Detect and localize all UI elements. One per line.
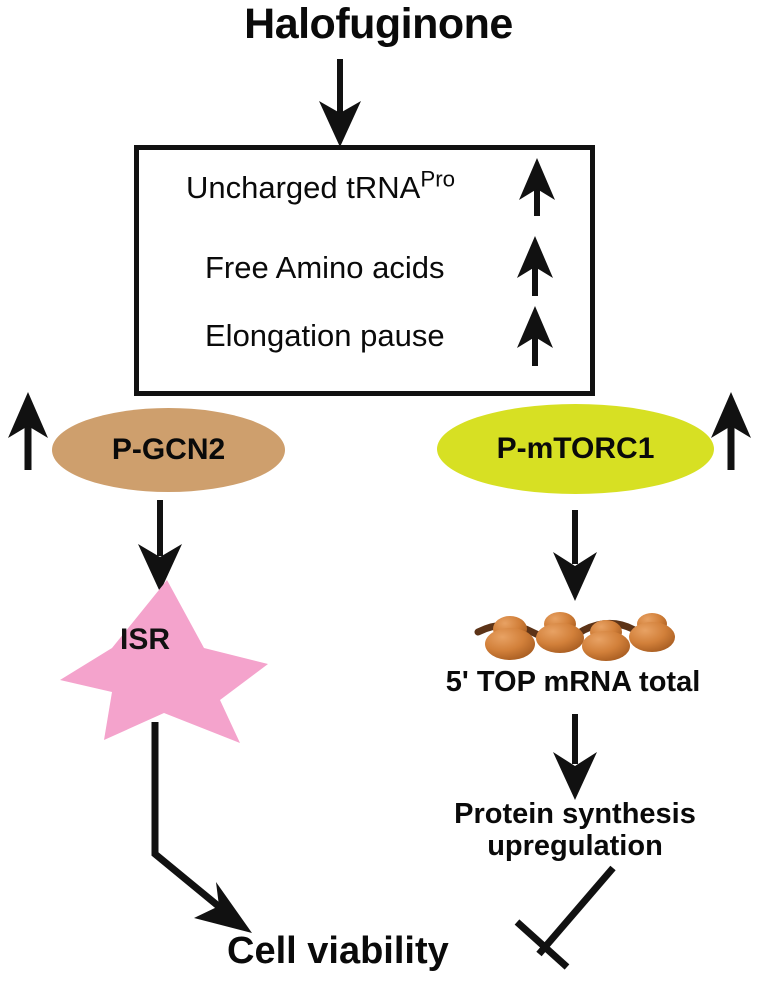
stimulus-line-uncharged-trna: Uncharged tRNAPro: [186, 168, 455, 205]
stimulus-line-free-amino-acids: Free Amino acids: [205, 252, 445, 283]
up-arrow-icon-uncharged-trna: [519, 158, 555, 216]
node-p-mtorc1-label: P-mTORC1: [496, 432, 655, 465]
up-arrow-icon-p-gcn2: [8, 392, 48, 470]
arrow-p-mtorc1-to-mrna: [553, 510, 597, 601]
stimulus-line-1-text: Uncharged tRNA: [186, 170, 421, 205]
ribosome-mrna-icon: [474, 612, 675, 661]
stimulus-box: [134, 145, 595, 396]
stimulus-line-1-superscript: Pro: [420, 166, 456, 192]
arrow-halofuginone-to-stimulus-box: [319, 59, 361, 147]
up-arrow-icon-free-amino-acids: [517, 236, 553, 296]
stimulus-line-elongation-pause: Elongation pause: [205, 320, 445, 351]
arrow-isr-to-cell-viability: [151, 722, 252, 933]
node-protein-synthesis: Protein synthesis upregulation: [405, 798, 745, 863]
node-p-gcn2: P-GCN2: [52, 408, 285, 492]
node-cell-viability: Cell viability: [227, 930, 449, 972]
node-isr-label: ISR: [120, 623, 171, 656]
diagram-title: Halofuginone: [244, 0, 513, 48]
arrow-mrna-to-protein-synthesis: [553, 714, 597, 800]
isr-star-shape: [60, 580, 268, 743]
node-p-mtorc1: P-mTORC1: [437, 404, 714, 494]
arrow-p-gcn2-to-isr: [138, 500, 182, 592]
inhibition-bar-icon: [514, 919, 570, 970]
inhibition-connector-protein-synthesis-to-cell-viability: [514, 865, 616, 970]
node-isr-star: [60, 580, 268, 743]
node-p-gcn2-label: P-GCN2: [111, 433, 226, 466]
protein-synthesis-line-2: upregulation: [487, 830, 663, 863]
up-arrow-icon-p-mtorc1: [711, 392, 751, 470]
stimulus-line-3-text: Elongation pause: [205, 318, 445, 353]
node-5ptop-mrna-label: 5' TOP mRNA total: [445, 666, 701, 698]
protein-synthesis-line-1: Protein synthesis: [454, 798, 696, 830]
up-arrow-icon-elongation-pause: [517, 306, 553, 366]
stimulus-line-2-text: Free Amino acids: [205, 250, 445, 285]
